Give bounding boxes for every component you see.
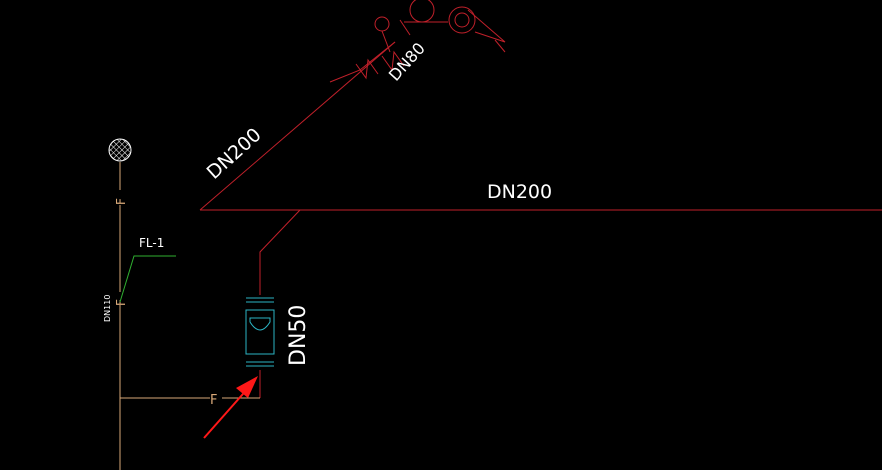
pipe-dn200-diagonal[interactable]	[199, 41, 396, 211]
label-dn110: DN110	[103, 295, 112, 322]
label-f-branch: F	[210, 393, 217, 408]
pump-outlet-tail	[494, 39, 506, 53]
drain-pipe-network	[119, 162, 260, 470]
valve-body-1	[355, 58, 379, 80]
pump-circle-inner	[454, 12, 470, 28]
pump-circle-small[interactable]	[374, 16, 390, 32]
crosshatch-circle-overlay	[109, 139, 131, 161]
label-dn50: DN50	[286, 305, 311, 366]
label-fl1: FL-1	[139, 236, 164, 250]
pipe-dn50-branch[interactable]	[259, 209, 301, 295]
label-dn200-diagonal: DN200	[203, 124, 266, 184]
pump-circle-large[interactable]	[448, 6, 476, 34]
label-f-middle: F	[114, 299, 128, 306]
label-dn200-horizontal: DN200	[487, 181, 552, 203]
valve-body-2	[381, 50, 405, 72]
arrow-head	[236, 376, 258, 398]
meter-body	[245, 309, 275, 355]
pump-valve-cluster[interactable]	[355, 0, 506, 80]
pipe-dn80-branch[interactable]	[329, 41, 396, 83]
flow-meter[interactable]	[245, 297, 275, 367]
roof-drain[interactable]	[108, 138, 132, 162]
meter-dial	[249, 317, 271, 331]
label-f-upper: F	[114, 198, 128, 205]
pump-circle-medium[interactable]	[409, 0, 435, 23]
valve-link	[381, 30, 391, 53]
valve-link-2	[399, 19, 411, 36]
red-pointer-arrow-icon	[203, 376, 258, 439]
fl1-leader	[119, 255, 176, 303]
pump-outlet-triangle	[467, 9, 506, 43]
arrow-shaft	[203, 385, 251, 439]
